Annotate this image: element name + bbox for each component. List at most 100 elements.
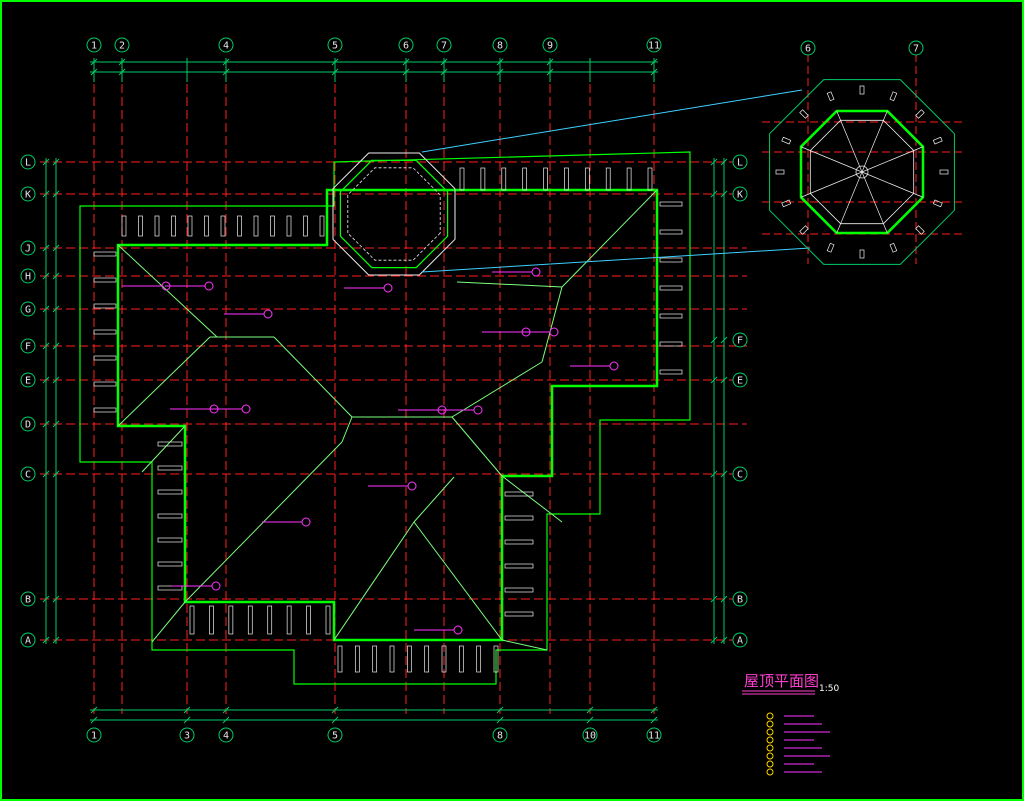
axis-bubble-right: C	[732, 466, 748, 482]
axis-bubble-bottom: 8	[492, 727, 508, 743]
detail-rafter	[781, 136, 792, 145]
legend-symbol	[766, 728, 774, 736]
axis-bubble-label: 5	[332, 731, 338, 742]
axis-bubble-top: 4	[218, 37, 234, 53]
rafter-tick	[319, 215, 325, 237]
rafter-tick	[337, 645, 343, 673]
axis-bubble-circle	[218, 727, 234, 743]
hip-line	[141, 425, 186, 473]
axis-bubble-label: J	[25, 244, 31, 255]
axis-bubble-label: H	[25, 272, 31, 283]
rafter-tick	[626, 167, 632, 191]
axis-bubble-bottom: 10	[582, 727, 598, 743]
axis-bubble-label: A	[737, 636, 743, 647]
note-marker	[453, 625, 463, 635]
octagon-detail	[762, 54, 962, 265]
axis-bubble-left: H	[20, 268, 36, 284]
axis-bubble-label: B	[25, 595, 31, 606]
detail-spoke	[861, 146, 924, 173]
dimension-lines	[42, 58, 728, 724]
axis-bubble-label: D	[25, 420, 31, 431]
dimension-tick	[710, 376, 718, 384]
legend-symbol	[766, 736, 774, 744]
axis-bubble-label: E	[737, 376, 743, 387]
axis-bubble-right: K	[732, 186, 748, 202]
rafter-tick	[659, 201, 683, 207]
dimension-tick	[90, 716, 98, 724]
hip-line	[151, 601, 186, 643]
axis-bubble-circle	[327, 37, 343, 53]
axis-bubble-top: 5	[327, 37, 343, 53]
rafter-tick	[157, 441, 183, 447]
dimension-tick	[183, 706, 191, 714]
axis-bubble-right: E	[732, 372, 748, 388]
rafter-tick	[154, 215, 160, 237]
axis-bubble-circle	[20, 338, 36, 354]
rafter-tick	[441, 645, 447, 673]
rafter-tick	[157, 465, 183, 471]
roof-outline	[79, 151, 691, 685]
legend-symbol	[766, 744, 774, 752]
rafter-tick	[220, 215, 226, 237]
dimension-tick	[42, 420, 50, 428]
axis-grid	[40, 58, 747, 714]
dimension-tick	[650, 716, 658, 724]
rafter-tick	[157, 537, 183, 543]
rafter-tick	[171, 215, 176, 237]
axis-bubble-label: K	[737, 190, 743, 201]
axis-bubble-circle	[20, 416, 36, 432]
hip-line	[451, 416, 503, 477]
rafter-tick	[209, 605, 214, 635]
axis-bubble-label: 3	[184, 731, 190, 742]
axis-bubble-left: E	[20, 372, 36, 388]
axis-bubble-label: F	[25, 342, 31, 353]
dimension-tick	[720, 595, 728, 603]
dimension-tick	[52, 342, 60, 350]
axis-bubble-circle	[582, 727, 598, 743]
axis-bubble-label: A	[25, 636, 31, 647]
rafter-tick	[228, 605, 234, 635]
rafter-tick	[354, 645, 360, 673]
detail-rafter	[932, 136, 943, 145]
dimension-tick	[42, 470, 50, 478]
axis-bubble-left: A	[20, 632, 36, 648]
detail-spoke	[861, 171, 888, 234]
detail-rafter	[799, 109, 809, 119]
dimension-tick	[52, 470, 60, 478]
rafter-tick	[659, 341, 683, 347]
dimension-tick	[52, 244, 60, 252]
dimension-tick	[720, 190, 728, 198]
rafter-tick	[253, 215, 259, 237]
rafter-tick	[93, 329, 117, 335]
axis-bubble-circle	[327, 727, 343, 743]
axis-bubble-top: 8	[492, 37, 508, 53]
axis-bubble-right: A	[732, 632, 748, 648]
hip-line	[561, 189, 658, 288]
axis-bubble-circle	[20, 591, 36, 607]
tower-inner	[347, 167, 441, 261]
axis-bubble-circle	[646, 727, 662, 743]
dimension-tick	[52, 158, 60, 166]
detail-spoke	[861, 171, 924, 198]
dimension-tick	[42, 305, 50, 313]
drawing-scale: 1:50	[819, 684, 839, 694]
dimension-tick	[42, 342, 50, 350]
legend-symbol	[766, 712, 774, 720]
hip-line	[456, 281, 563, 288]
axis-bubble-circle	[800, 40, 816, 56]
dimension-tick	[650, 706, 658, 714]
hip-line	[333, 521, 415, 641]
axis-bubble-label: 11	[648, 41, 660, 52]
detail-rafter	[932, 199, 943, 208]
axis-bubble-label: 4	[223, 41, 229, 52]
axis-bubble-circle	[732, 332, 748, 348]
detail-center	[855, 165, 869, 179]
axis-bubble-label: 7	[913, 44, 919, 55]
rafter-tick	[204, 215, 209, 237]
axis-bubble-label: 8	[497, 41, 503, 52]
detail-rafter	[859, 249, 865, 259]
detail-rafter	[889, 91, 898, 102]
axis-bubble-circle	[86, 37, 102, 53]
